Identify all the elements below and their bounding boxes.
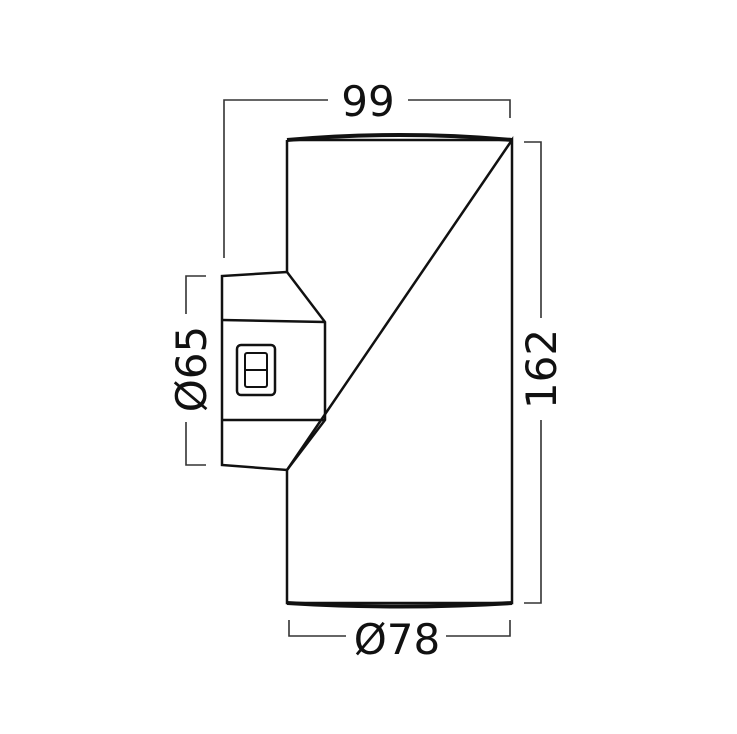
- wall-mount: [220, 270, 327, 472]
- height-dimension-top: [524, 141, 542, 318]
- lamp-bottom-cap: [286, 601, 513, 609]
- lamp-body-outline: [285, 135, 514, 605]
- mount-screw-slot: [235, 343, 277, 397]
- mount-diameter-dimension-top: [185, 275, 206, 314]
- depth-dimension-right: [408, 99, 511, 118]
- body-diameter-dimension-left: [288, 620, 346, 637]
- body-diameter-dimension-right: [446, 620, 511, 637]
- height-label: 162: [517, 329, 566, 409]
- mount-diameter-dimension-bottom: [185, 422, 206, 466]
- depth-dimension-left: [223, 99, 328, 258]
- body-diameter-label: Ø78: [354, 615, 441, 664]
- dimension-lines: [185, 99, 542, 637]
- lamp-top-cap: [286, 133, 513, 142]
- wall-mount-upper-seam: [221, 318, 326, 324]
- depth-label: 99: [341, 77, 394, 126]
- height-dimension-bottom: [524, 420, 542, 604]
- mount-diameter-label: Ø65: [167, 326, 216, 413]
- lamp-body: [285, 133, 514, 609]
